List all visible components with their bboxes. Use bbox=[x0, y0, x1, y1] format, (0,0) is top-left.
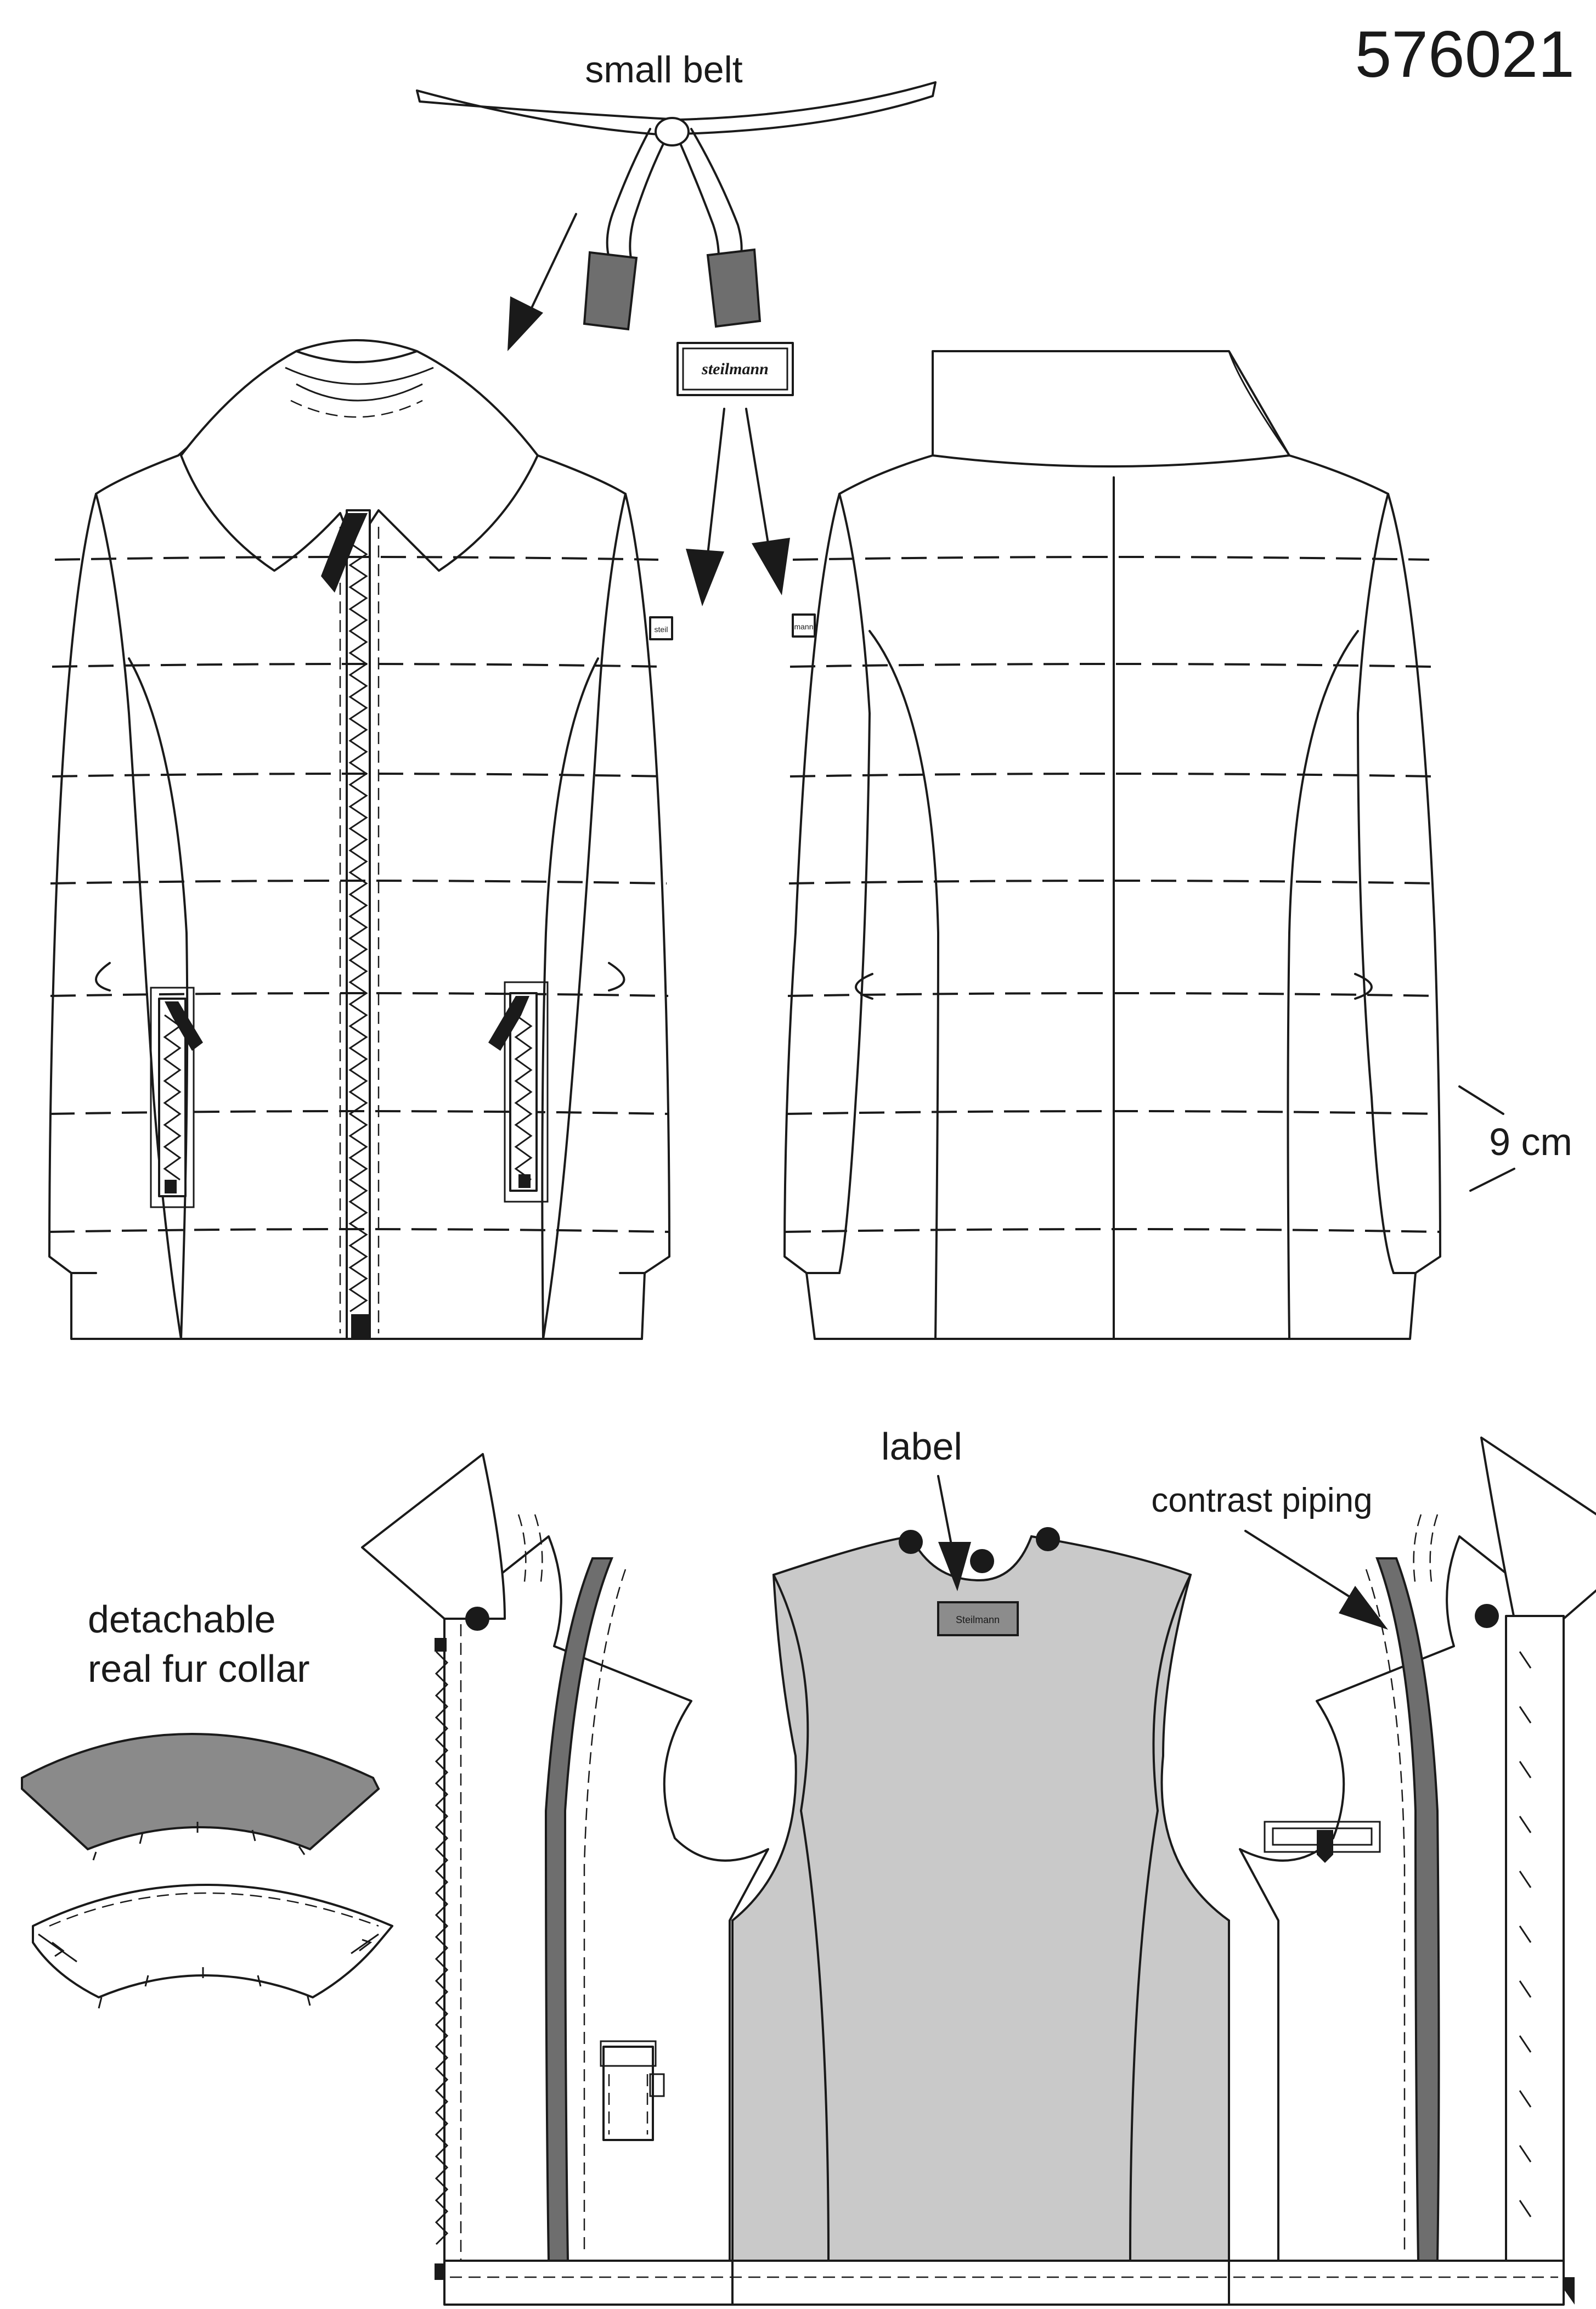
label-callout: label bbox=[881, 1425, 962, 1468]
fur-collar-label-line1: detachable bbox=[88, 1598, 276, 1641]
zip-puller bbox=[321, 513, 368, 593]
belt-stopper-right bbox=[706, 248, 762, 328]
measurement-label: 9 cm bbox=[1489, 1120, 1572, 1163]
fur-collar-label-line2: real fur collar bbox=[88, 1647, 310, 1690]
fur-collar-top bbox=[21, 1733, 380, 1851]
jacket-back-view: mann 9 cm bbox=[783, 350, 1572, 1340]
sleeve-tag-front: steil bbox=[655, 625, 668, 634]
arrow-icon bbox=[686, 549, 724, 606]
arrow-icon bbox=[1339, 1586, 1388, 1630]
contrast-piping-callout: contrast piping bbox=[1151, 1482, 1372, 1519]
detachable-fur-collar: detachable real fur collar bbox=[21, 1598, 393, 2009]
belt-stopper-left bbox=[583, 251, 638, 331]
article-number: 576021 bbox=[1355, 18, 1575, 91]
jacket-front-view: steil bbox=[48, 339, 673, 1340]
brand-tag-text: steilmann bbox=[701, 360, 769, 378]
arrow-icon bbox=[752, 538, 790, 595]
small-belt-label: small belt bbox=[585, 49, 742, 91]
inner-label bbox=[937, 1601, 1019, 1636]
brand-tag-callout: steilmann bbox=[676, 342, 794, 606]
inner-label-text: Steilmann bbox=[956, 1614, 1000, 1625]
arrow-icon bbox=[507, 296, 543, 351]
back-lining bbox=[731, 1535, 1230, 2262]
sleeve-tag-back: mann bbox=[794, 622, 813, 631]
jacket-inside-view: Steilmann label contrast piping bbox=[361, 1425, 1596, 2306]
zip-teeth bbox=[348, 542, 368, 1313]
arrow-icon bbox=[938, 1542, 971, 1591]
small-belt: small belt bbox=[416, 49, 937, 351]
